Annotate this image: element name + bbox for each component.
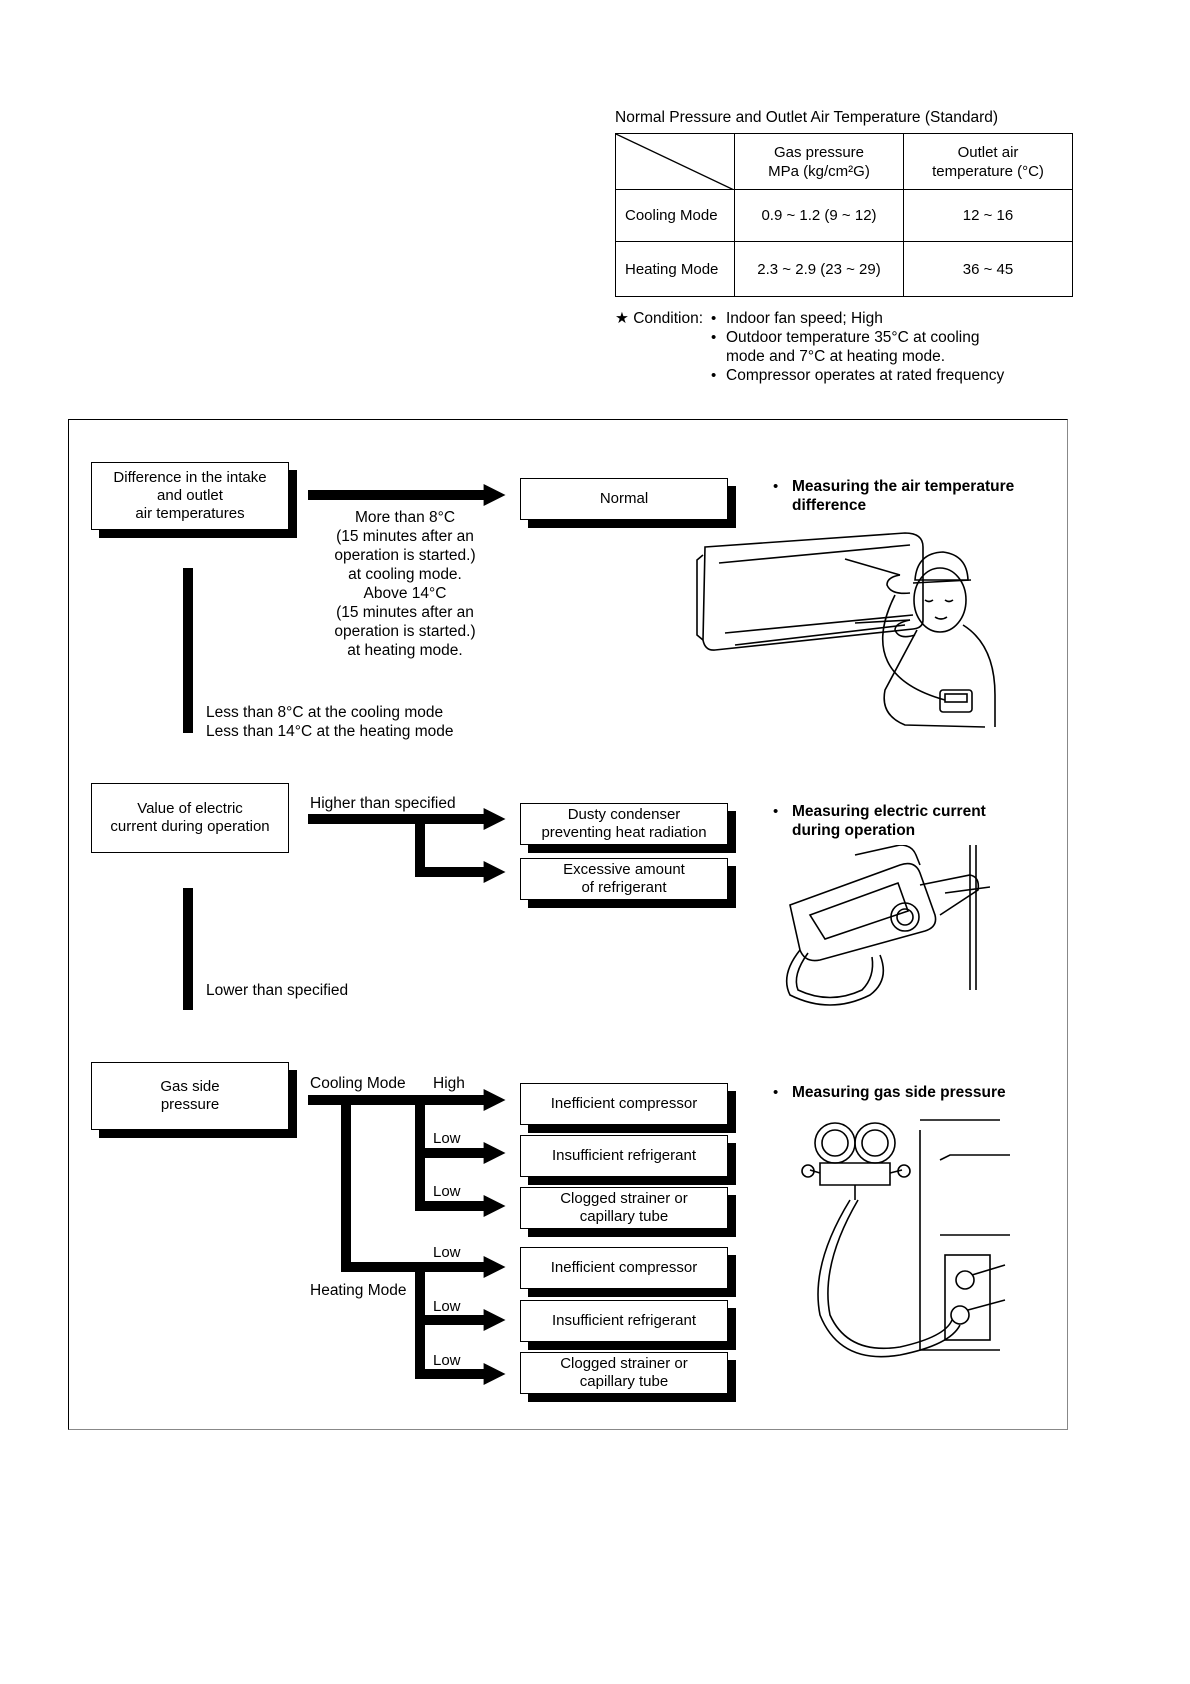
result-box-normal: Normal [520, 478, 728, 520]
note-air-temp: Measuring the air temperature difference [792, 478, 1015, 514]
level-label: Low [433, 1352, 461, 1369]
result-label: Dusty condenser preventing heat radiatio… [541, 806, 707, 841]
technician-measuring-icon [696, 532, 996, 728]
result-label: Insufficient refrigerant [552, 1312, 696, 1329]
result-label: Normal [599, 490, 649, 507]
level-label: Low [433, 1130, 461, 1147]
condition-item: Compressor operates at rated frequency [726, 367, 1005, 384]
note-gas-pressure: Measuring gas side pressure [792, 1084, 1006, 1101]
note-electric-current: Measuring electric current during operat… [792, 803, 986, 839]
result-box-cooling-insufficient-refrigerant: Insufficient refrigerant [520, 1135, 728, 1177]
result-box-cooling-inefficient-compressor: Inefficient compressor [520, 1083, 728, 1125]
diagonal-line [616, 134, 734, 190]
condition-bullet: • [711, 329, 717, 346]
condition-bullet: • [711, 310, 717, 327]
level-label: Low [433, 1298, 461, 1315]
branch-cooling-low-2 [415, 1153, 506, 1218]
condition-item: Outdoor temperature 35°C at cooling mode… [726, 329, 980, 365]
note-bullet: • [773, 478, 779, 495]
branch-heating-low-2 [415, 1320, 506, 1386]
result-label: Insufficient refrigerant [552, 1147, 696, 1164]
result-label: Excessive amount of refrigerant [563, 861, 685, 896]
cooling-mode-label: Cooling Mode [310, 1075, 406, 1092]
table-title: Normal Pressure and Outlet Air Temperatu… [615, 109, 999, 126]
note-bullet: • [773, 1084, 779, 1101]
result-box-excessive-refrigerant: Excessive amount of refrigerant [520, 858, 728, 900]
table-corner-cell [615, 133, 735, 190]
branch-excessive [415, 819, 506, 884]
branch-heating-trunk [341, 1100, 506, 1279]
result-label: Inefficient compressor [550, 1259, 698, 1276]
branch-label-higher: Higher than specified [310, 795, 456, 812]
condition-item: Indoor fan speed; High [726, 310, 883, 327]
manifold-gauge-icon [801, 1119, 1010, 1358]
table-cell: 2.3 ~ 2.9 (23 ~ 29) [734, 241, 904, 297]
table-cell: 36 ~ 45 [903, 241, 1073, 297]
row-label: Cooling Mode [615, 189, 735, 242]
flowchart-frame [68, 419, 1068, 1430]
result-box-heating-inefficient-compressor: Inefficient compressor [520, 1247, 728, 1289]
result-label: Clogged strainer or capillary tube [560, 1190, 688, 1225]
source-label: Value of electric current during operati… [110, 800, 270, 835]
header-gas-pressure: Gas pressure MPa (kg/cm²G) [734, 133, 904, 190]
table-row: Heating Mode 2.3 ~ 2.9 (23 ~ 29) 36 ~ 45 [615, 241, 1073, 297]
table-cell: 12 ~ 16 [903, 189, 1073, 242]
level-label: High [433, 1075, 465, 1092]
source-box-gas-side-pressure: Gas side pressure [91, 1062, 289, 1130]
result-box-heating-clogged-strainer: Clogged strainer or capillary tube [520, 1352, 728, 1394]
level-label: Low [433, 1244, 461, 1261]
result-box-cooling-clogged-strainer: Clogged strainer or capillary tube [520, 1187, 728, 1229]
lower-path-bar-1 [183, 568, 193, 733]
row-label: Heating Mode [615, 241, 735, 297]
result-box-dusty-condenser: Dusty condenser preventing heat radiatio… [520, 803, 728, 845]
source-box-air-temp-difference: Difference in the intake and outlet air … [91, 462, 289, 530]
condition-label: ★ Condition: [615, 310, 703, 327]
clamp-meter-icon [785, 845, 990, 1006]
condition-bullet: • [711, 367, 717, 384]
source-label: Gas side pressure [160, 1078, 220, 1113]
level-label: Low [433, 1183, 461, 1200]
lower-condition-text: Less than 8°C at the cooling mode Less t… [206, 704, 454, 740]
result-label: Inefficient compressor [550, 1095, 698, 1112]
table-cell: 0.9 ~ 1.2 (9 ~ 12) [734, 189, 904, 242]
result-label: Clogged strainer or capillary tube [560, 1355, 688, 1390]
pressure-temperature-table: Gas pressure MPa (kg/cm²G) Outlet air te… [615, 133, 1073, 297]
result-box-heating-insufficient-refrigerant: Insufficient refrigerant [520, 1300, 728, 1342]
heating-mode-label: Heating Mode [310, 1282, 407, 1299]
lower-path-bar-2 [183, 888, 193, 1010]
lower-condition-text-2: Lower than specified [206, 982, 349, 999]
source-label: Difference in the intake and outlet air … [113, 469, 267, 522]
source-box-electric-current: Value of electric current during operati… [91, 783, 289, 853]
table-row: Cooling Mode 0.9 ~ 1.2 (9 ~ 12) 12 ~ 16 [615, 189, 1073, 242]
note-bullet: • [773, 803, 779, 820]
normal-condition-text: More than 8°C (15 minutes after an opera… [334, 509, 476, 659]
header-outlet-temp: Outlet air temperature (°C) [903, 133, 1073, 190]
